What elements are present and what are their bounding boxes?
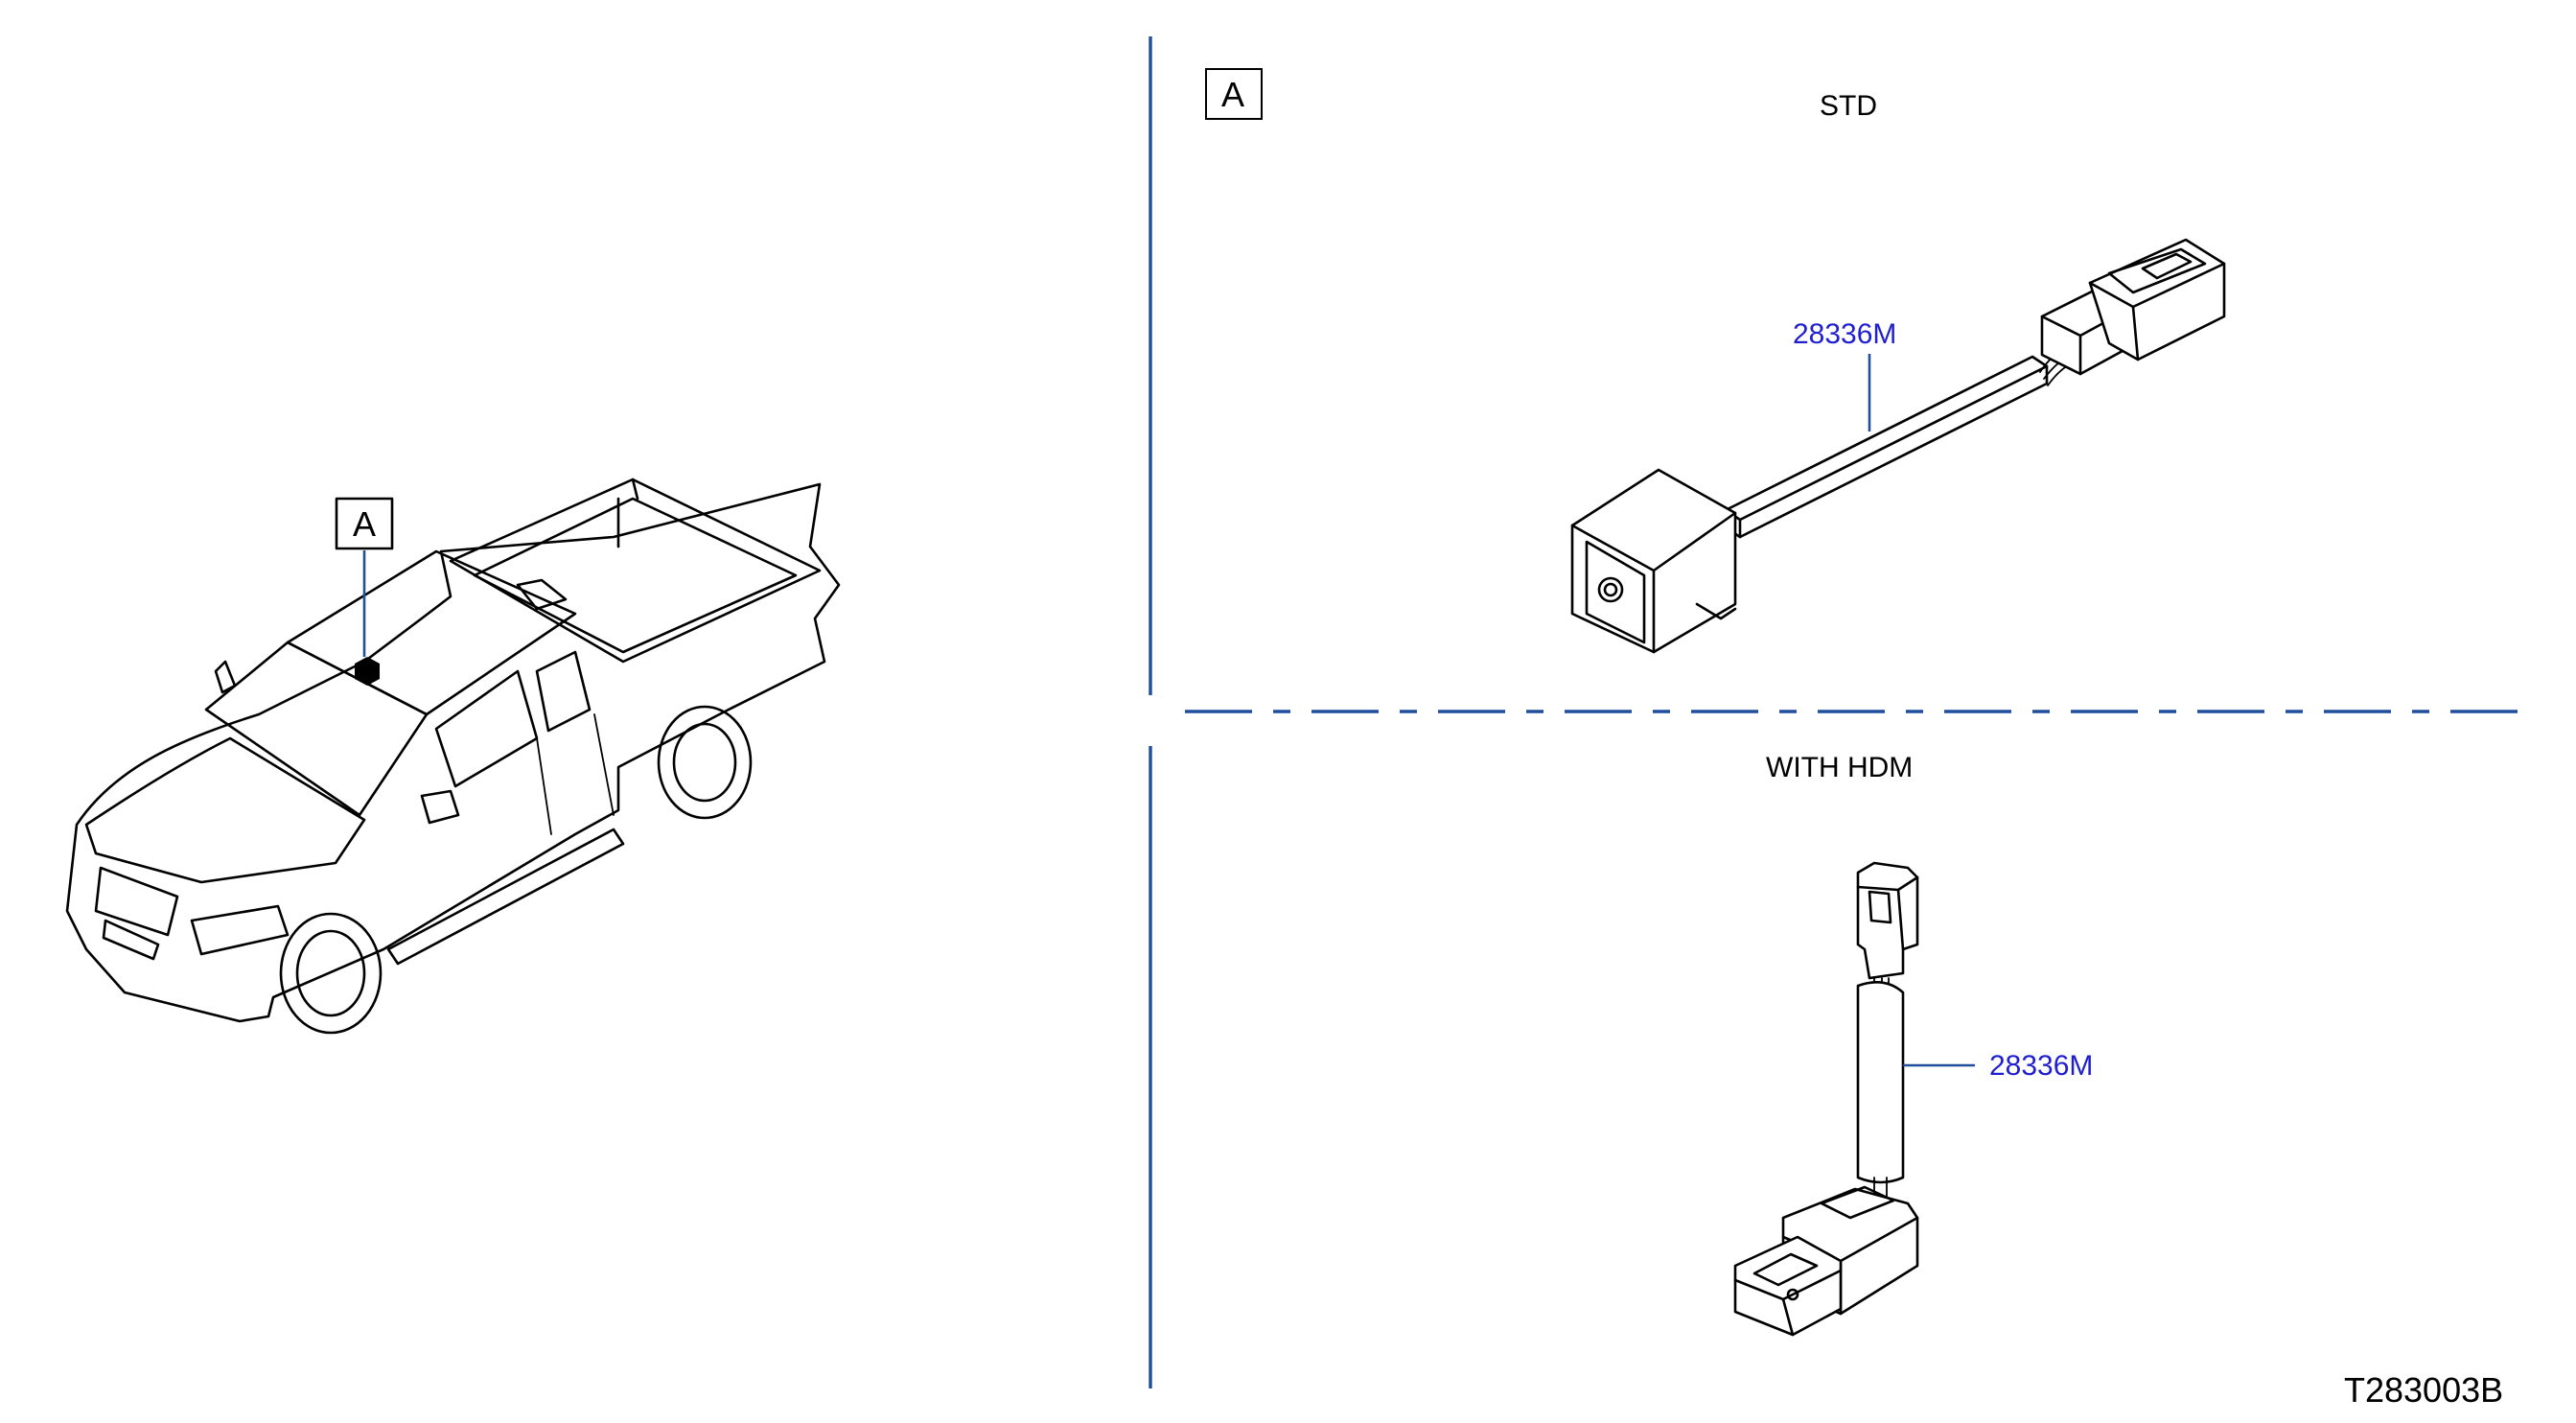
std-variant-label: STD: [1820, 90, 1877, 122]
vehicle-illustration: [65, 478, 841, 1035]
std-part-number: 28336M: [1793, 318, 1896, 350]
camera-assembly-std: [1570, 238, 2226, 654]
panel-dividers: [1149, 36, 2527, 1388]
camera-assembly-hdm: [1733, 861, 1975, 1337]
hdm-part-number: 28336M: [1989, 1050, 2093, 1082]
diagram-code: T283003B: [2344, 1370, 2503, 1410]
detail-view-marker-box: [1205, 68, 1263, 120]
detail-view-marker: A: [1221, 75, 1244, 114]
hdm-variant-label: WITH HDM: [1766, 752, 1913, 783]
vehicle-view-marker: A: [353, 504, 376, 544]
